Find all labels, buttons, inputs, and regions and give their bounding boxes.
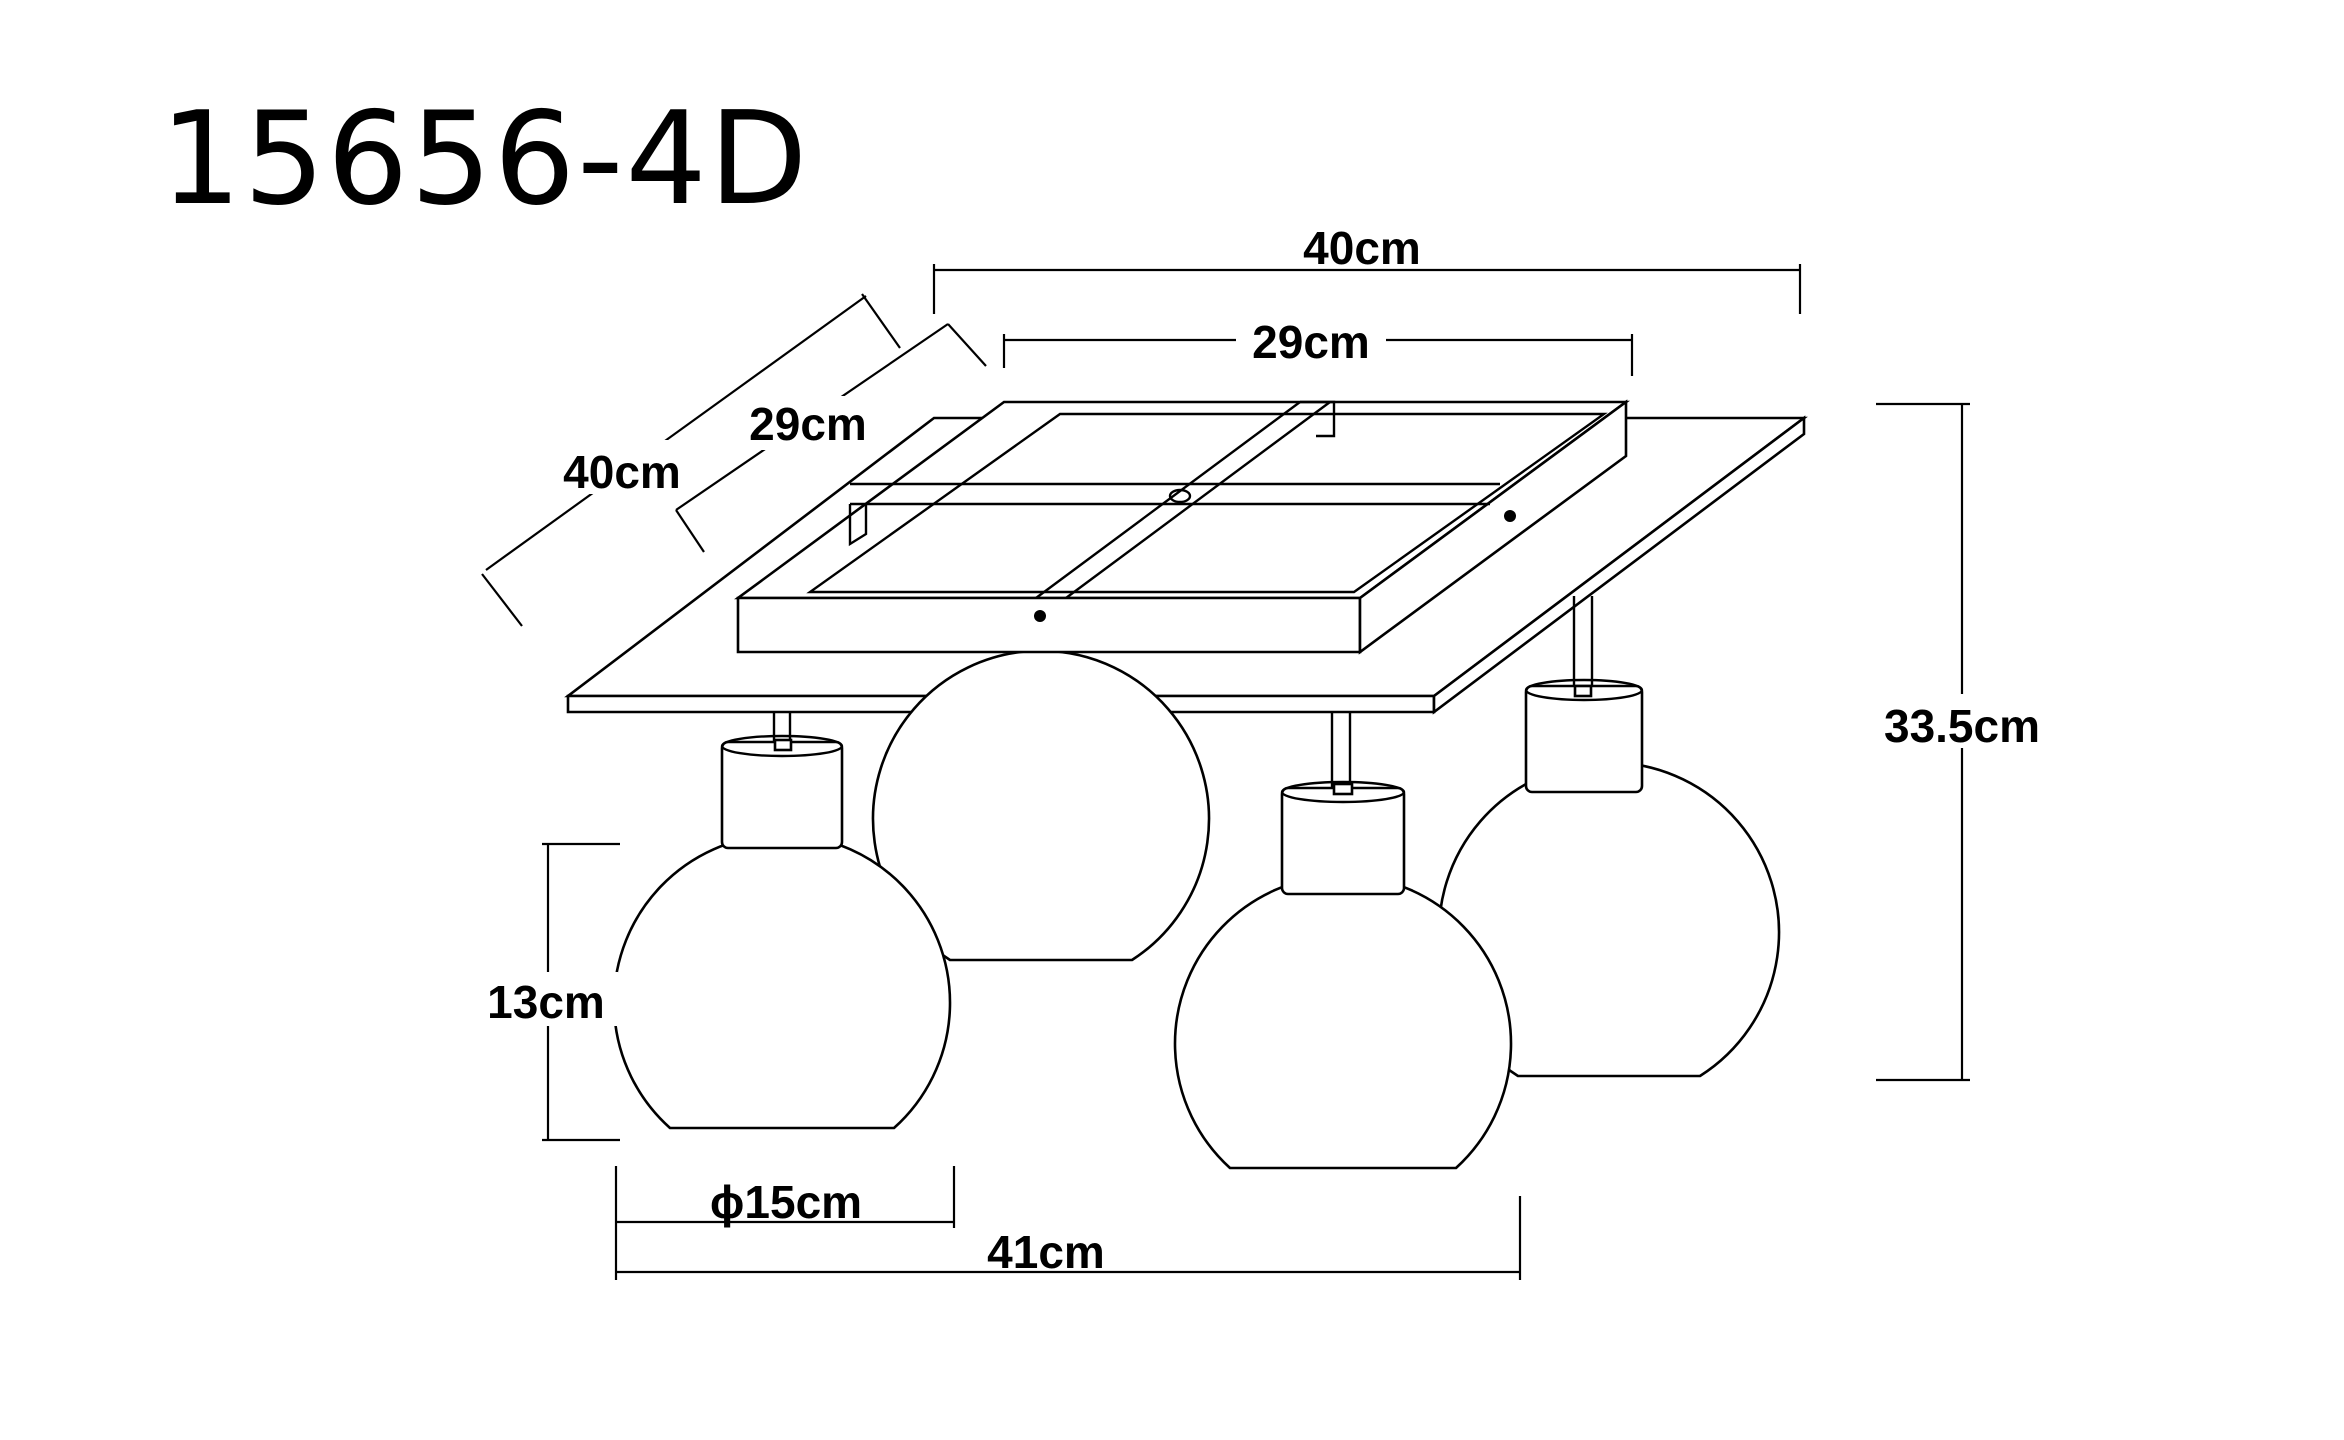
inner-frame: [734, 399, 1630, 655]
dimension-depth-outer: 40cm: [481, 293, 901, 627]
depth-outer-label: 40cm: [563, 446, 681, 498]
shade-back-right: [1437, 596, 1781, 1078]
shade-height-label: 13cm: [487, 976, 605, 1028]
dimension-base-span: 41cm: [614, 1196, 1522, 1280]
inner-width-label: 29cm: [1252, 316, 1370, 368]
top-width-label: 40cm: [1303, 222, 1421, 274]
dimension-top-width: 40cm: [932, 222, 1802, 314]
shade-front-left: [612, 712, 952, 1130]
dimension-shade-diameter: ϕ15cm: [614, 1166, 956, 1228]
model-title: 15656-4D: [160, 85, 810, 234]
shade-front-right: [1173, 712, 1513, 1170]
base-span-label: 41cm: [987, 1226, 1105, 1278]
height-label: 33.5cm: [1884, 700, 2040, 752]
depth-inner-label: 29cm: [749, 398, 867, 450]
dimension-depth-inner: 29cm: [675, 323, 987, 553]
shade-diameter-label: ϕ15cm: [710, 1176, 862, 1228]
dimension-inner-width: 29cm: [1002, 310, 1634, 376]
dimension-height: 33.5cm: [1864, 402, 2060, 1082]
dimension-shade-height: 13cm: [478, 842, 620, 1142]
